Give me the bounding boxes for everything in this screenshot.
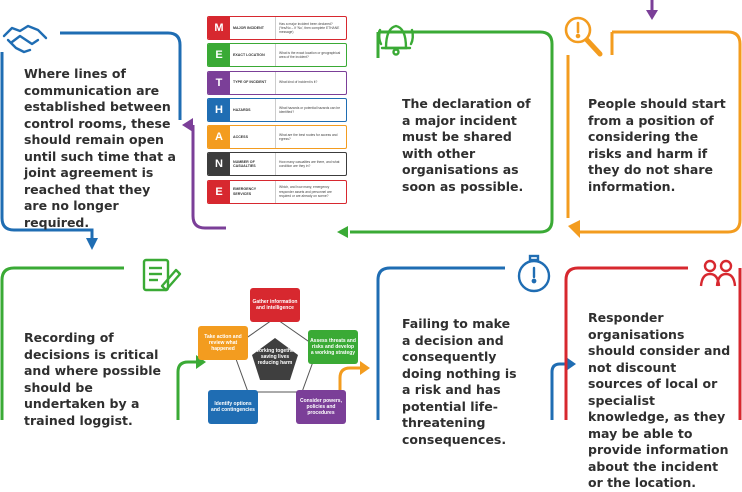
methane-desc: What kind of incident is it? bbox=[275, 71, 346, 94]
panel-text-top-left: Where lines of communication are establi… bbox=[24, 66, 176, 230]
panel-text-top-mid: The declaration of a major incident must… bbox=[402, 96, 531, 194]
methane-desc: What is the exact location or geographic… bbox=[275, 44, 346, 67]
arrow-down-blue bbox=[86, 238, 98, 250]
panel-text-bottom-left: Recording of decisions is critical and w… bbox=[24, 330, 161, 428]
connector-orange-bottom bbox=[338, 366, 360, 420]
panel-border-top-left bbox=[60, 31, 182, 120]
jdm-center bbox=[252, 338, 298, 380]
stopwatch-icon bbox=[517, 254, 551, 293]
methane-label: Exact location bbox=[233, 53, 265, 58]
methane-label: Number of casualties bbox=[233, 159, 256, 169]
methane-desc: What hazards or potential hazards can be… bbox=[275, 98, 346, 121]
arrow-left-orange-top bbox=[568, 220, 580, 238]
methane-row: MMajor incident Has a major incident been… bbox=[207, 16, 347, 40]
handshake-icon bbox=[2, 24, 48, 54]
notepad-icon bbox=[142, 258, 182, 292]
arrow-right-blue bbox=[566, 357, 576, 371]
methane-letter: E bbox=[208, 180, 230, 203]
methane-letter: T bbox=[208, 71, 230, 94]
methane-letter: E bbox=[208, 44, 230, 67]
methane-label: Major incident bbox=[233, 25, 264, 30]
methane-label: Hazards bbox=[233, 107, 251, 112]
jdm-node: Identify options and contingencies bbox=[208, 390, 258, 424]
jdm-node: Take action and review what happened bbox=[198, 326, 248, 360]
methane-row: EExact location What is the exact locatio… bbox=[207, 43, 347, 68]
panel-border-bottom-right bbox=[564, 266, 688, 420]
methane-row: HHazards What hazards or potential hazard… bbox=[207, 97, 347, 122]
methane-label: Emergency services bbox=[233, 187, 257, 196]
connector-purple bbox=[191, 125, 226, 230]
methane-row: TType of incident What kind of incident i… bbox=[207, 70, 347, 95]
people-icon bbox=[699, 259, 737, 287]
methane-table: MMajor incident Has a major incident been… bbox=[207, 16, 347, 207]
methane-letter: M bbox=[208, 17, 230, 39]
magnifier-icon bbox=[564, 16, 603, 57]
arrow-left-purple bbox=[182, 118, 193, 132]
jdm-node: Consider powers, policies and procedures bbox=[296, 390, 346, 424]
panel-border-top-left-left bbox=[0, 52, 94, 238]
methane-row: NNumber of casualties How many casualties… bbox=[207, 152, 347, 177]
panel-text-bottom-mid: Failing to make a decision and consequen… bbox=[402, 316, 517, 447]
methane-desc: Which, and how many, emergency responder… bbox=[275, 180, 346, 203]
methane-desc: Has a major incident been declared? (Yes… bbox=[275, 17, 346, 39]
methane-label: Type of incident bbox=[233, 80, 267, 85]
panel-border-bottom-mid bbox=[376, 266, 505, 420]
arrow-left-green bbox=[337, 226, 348, 238]
methane-row: AAccess What are the best routes for acce… bbox=[207, 125, 347, 150]
methane-letter: A bbox=[208, 126, 230, 149]
jdm-center-text: Working together saving lives reducing h… bbox=[254, 348, 296, 366]
methane-letter: N bbox=[208, 153, 230, 176]
jdm-node: Assess threats and risks and develop a w… bbox=[308, 330, 358, 364]
methane-letter: H bbox=[208, 98, 230, 121]
methane-label: Access bbox=[233, 134, 248, 139]
methane-desc: What are the best routes for access and … bbox=[275, 126, 346, 149]
panel-border-bottom-left bbox=[0, 266, 124, 420]
panel-border-top-mid bbox=[350, 30, 554, 234]
methane-desc: How many casualties are there, and what … bbox=[275, 153, 346, 176]
panel-text-top-right: People should start from a position of c… bbox=[588, 96, 726, 194]
panel-text-bottom-right: Responder organisations should consider … bbox=[588, 310, 731, 490]
arrow-down-purple bbox=[646, 10, 658, 20]
panel-border-bottom-mid-right bbox=[550, 362, 566, 420]
panel-border-bottom-left-right bbox=[176, 360, 196, 420]
bell-icon bbox=[378, 24, 414, 56]
panel-border-top-right bbox=[580, 30, 742, 234]
methane-row: EEmergency services Which, and how many, … bbox=[207, 179, 347, 204]
jdm-node: Gather information and intelligence bbox=[250, 288, 300, 322]
arrow-right-orange bbox=[360, 361, 370, 375]
flow-lines bbox=[0, 0, 742, 420]
